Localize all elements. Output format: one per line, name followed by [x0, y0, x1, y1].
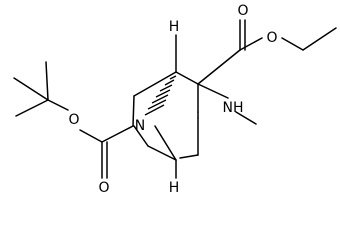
bond-ring — [133, 125, 149, 147]
bond-ring — [235, 111, 257, 125]
boc-group — [13, 61, 134, 179]
bond — [47, 99, 69, 111]
bond — [239, 37, 263, 51]
structure-diagram: O O O O N NH H H — [13, 3, 337, 196]
bond-ring — [175, 71, 199, 85]
molecule-drawing: O O O O N NH H H — [13, 3, 337, 196]
atom-label-bottom-hydrogen: H — [169, 180, 180, 196]
atom-label-ester-ether-oxygen: O — [266, 30, 277, 46]
bond — [79, 129, 103, 143]
atom-label-ester-carbonyl-oxygen: O — [237, 3, 248, 19]
atom-label-ring-amine: NH — [223, 100, 244, 116]
bond — [302, 27, 337, 51]
atom-label-boc-ether-oxygen: O — [68, 112, 79, 128]
atom-label-boc-carbonyl-oxygen: O — [98, 180, 109, 196]
bond — [45, 61, 49, 101]
bond-ring — [197, 83, 229, 99]
bond-bridge — [154, 125, 177, 161]
bond — [101, 125, 134, 143]
bond — [281, 37, 304, 51]
bond-ring — [132, 95, 135, 127]
bond-ring — [133, 71, 177, 97]
bond — [13, 77, 49, 101]
bond — [197, 49, 241, 85]
atom-label-top-hydrogen: H — [169, 19, 180, 35]
bond-ring — [147, 145, 177, 161]
bond — [15, 99, 49, 117]
ethyl-ester-group — [197, 19, 337, 85]
bond-ring — [179, 154, 199, 159]
bicyclic-skeleton — [132, 71, 257, 161]
hashed-wedge-bond — [144, 75, 177, 116]
atom-label-bridge-nitrogen: N — [135, 118, 145, 134]
